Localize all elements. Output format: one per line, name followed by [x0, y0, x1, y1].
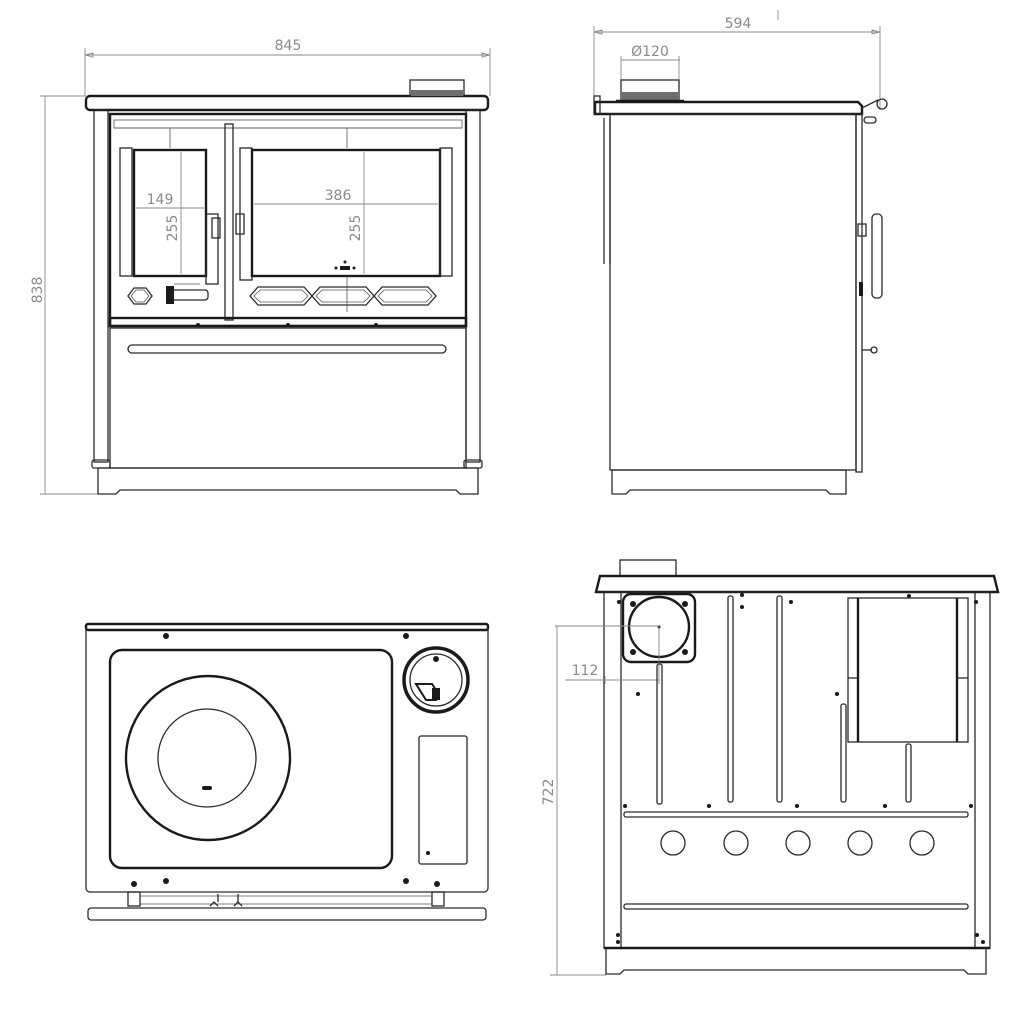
side-view: 594 Ø120	[593, 10, 888, 495]
label-flue-diameter: Ø120	[631, 44, 669, 60]
dimension-overall-width: 845	[84, 38, 491, 96]
top-view	[84, 622, 490, 921]
dimension-overall-depth: 594	[593, 16, 881, 110]
storage-drawer	[109, 327, 467, 469]
label-flue-offset: 112	[572, 663, 599, 679]
label-overall-height: 838	[30, 277, 46, 304]
label-firebox-window-width: 149	[147, 192, 174, 208]
label-oven-window-height: 255	[348, 215, 364, 242]
label-overall-depth: 594	[725, 16, 752, 32]
rear-tank	[847, 597, 969, 743]
rear-view: 112 722	[541, 559, 1000, 976]
dimension-flue-offset: 112	[565, 627, 660, 684]
label-firebox-window-height: 255	[165, 215, 181, 242]
dimension-flue-height: 722	[541, 625, 659, 976]
dimension-overall-height: 838	[30, 95, 100, 495]
rear-vent-holes	[660, 830, 935, 856]
dimension-flue-diameter: Ø120	[620, 44, 680, 82]
firebox-door: 149 255	[119, 147, 221, 305]
front-view: 845 838	[30, 38, 491, 495]
flue-outlet	[402, 646, 470, 714]
label-flue-height: 722	[541, 779, 557, 806]
cooking-plate	[108, 648, 394, 870]
label-overall-width: 845	[275, 38, 302, 54]
oven-door: 386 255	[235, 147, 453, 312]
label-oven-window-width: 386	[325, 188, 352, 204]
